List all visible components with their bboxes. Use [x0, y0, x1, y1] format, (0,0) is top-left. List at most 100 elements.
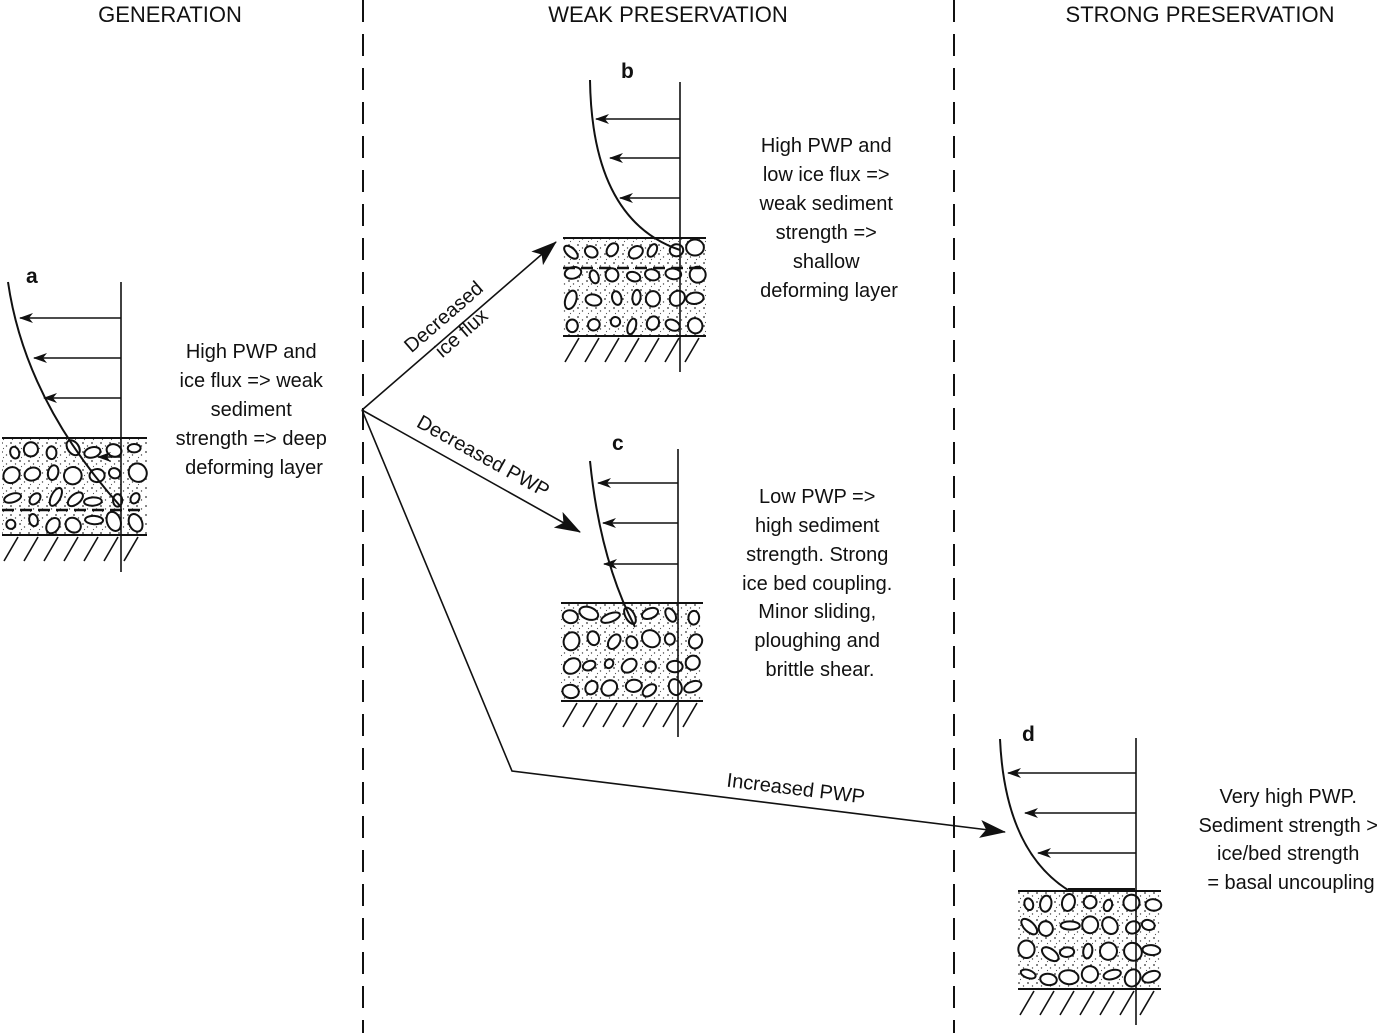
header-generation: GENERATION [98, 2, 242, 27]
clast [1080, 965, 1100, 984]
hatch-line [1079, 990, 1095, 1016]
clast [1039, 972, 1058, 987]
hatch-line [83, 536, 99, 562]
hatch-line [584, 337, 600, 363]
sediment-clasts [563, 238, 707, 336]
velocity-profile-curve [589, 460, 636, 628]
clast [666, 659, 684, 674]
clast [562, 657, 582, 675]
clast [1101, 916, 1119, 935]
clast [686, 317, 704, 335]
clast [641, 629, 661, 649]
clast [600, 679, 619, 697]
clast [684, 654, 701, 671]
clast [668, 243, 685, 258]
clast [1037, 920, 1054, 937]
clast [587, 318, 601, 332]
bedrock-hatching [3, 536, 139, 562]
panel-c: c Low PWP => high sediment strength. Str… [561, 432, 898, 737]
hatch-line [1019, 990, 1035, 1016]
clast [1144, 898, 1163, 912]
velocity-profile-curve [589, 79, 681, 251]
hatch-line [1099, 990, 1115, 1016]
clast [600, 611, 621, 624]
clast [646, 243, 659, 258]
clast [645, 315, 661, 331]
hatch-line [642, 702, 658, 728]
bedrock-hatching [1019, 990, 1155, 1016]
hatch-line [562, 702, 578, 728]
clast [625, 635, 639, 650]
clast [563, 244, 579, 260]
hatch-line [664, 337, 680, 363]
clast [127, 513, 144, 533]
sediment-clasts [561, 605, 704, 700]
clast [561, 683, 580, 700]
clast [688, 265, 707, 284]
transition-arrow [361, 241, 557, 411]
clast [664, 607, 678, 623]
clast [1082, 942, 1094, 960]
transition-a-to-c: Decreased PWP [361, 409, 581, 533]
clast [644, 268, 661, 282]
clast [685, 291, 705, 306]
clast [9, 445, 21, 460]
hatch-line [644, 337, 660, 363]
transition-arrow [361, 409, 581, 533]
panel-a: a High PWP and ice flux => weak sediment… [2, 265, 327, 572]
clast [1082, 894, 1098, 910]
clast [631, 288, 642, 306]
transition-a-to-b: Decreased ice flux [361, 241, 557, 411]
clast [565, 318, 579, 334]
clast [129, 492, 141, 505]
clast [640, 606, 660, 621]
clast [683, 679, 703, 694]
clast [605, 242, 620, 258]
clast [584, 293, 603, 307]
hatch-line [1119, 990, 1135, 1016]
clast [28, 492, 42, 506]
clast [22, 441, 39, 458]
clast [586, 630, 601, 647]
clast [1141, 944, 1162, 957]
sediment-clasts [2, 439, 148, 535]
hatch-line [43, 536, 59, 562]
clast [3, 492, 22, 504]
clast [625, 270, 642, 283]
panel-b-description: High PWP and low ice flux => weak sedime… [759, 135, 899, 302]
transition-arrow [361, 409, 1006, 838]
clast [685, 238, 705, 257]
clast [1141, 969, 1161, 984]
clast [603, 658, 615, 670]
panel-c-description: Low PWP => high sediment strength. Stron… [742, 486, 898, 681]
clast [1140, 918, 1156, 932]
hatch-line [602, 702, 618, 728]
transition-label: Increased PWP [725, 770, 866, 809]
clast [624, 678, 643, 693]
hatch-line [1039, 990, 1055, 1016]
clast [45, 516, 61, 535]
clast [1102, 968, 1122, 981]
bedrock-hatching [562, 702, 698, 728]
clast [1040, 946, 1060, 963]
clast [126, 442, 142, 454]
hatch-line [582, 702, 598, 728]
clast [644, 660, 657, 673]
clast [1020, 917, 1039, 936]
clast [561, 609, 579, 625]
clast [668, 289, 686, 307]
hatch-line [23, 536, 39, 562]
clast [2, 466, 21, 485]
clast [48, 486, 63, 507]
clast [1017, 939, 1036, 960]
hatch-line [622, 702, 638, 728]
hatch-line [123, 536, 139, 562]
clast [620, 657, 638, 674]
clast [46, 464, 60, 482]
clast [606, 633, 622, 650]
clast [1058, 969, 1080, 986]
panel-d: d Very high PWP. Sediment strength > ice… [999, 723, 1378, 1025]
clast [64, 516, 82, 534]
panel-b: b High PWP and low ice flux => weak sedi… [563, 60, 899, 372]
clast [112, 493, 124, 508]
